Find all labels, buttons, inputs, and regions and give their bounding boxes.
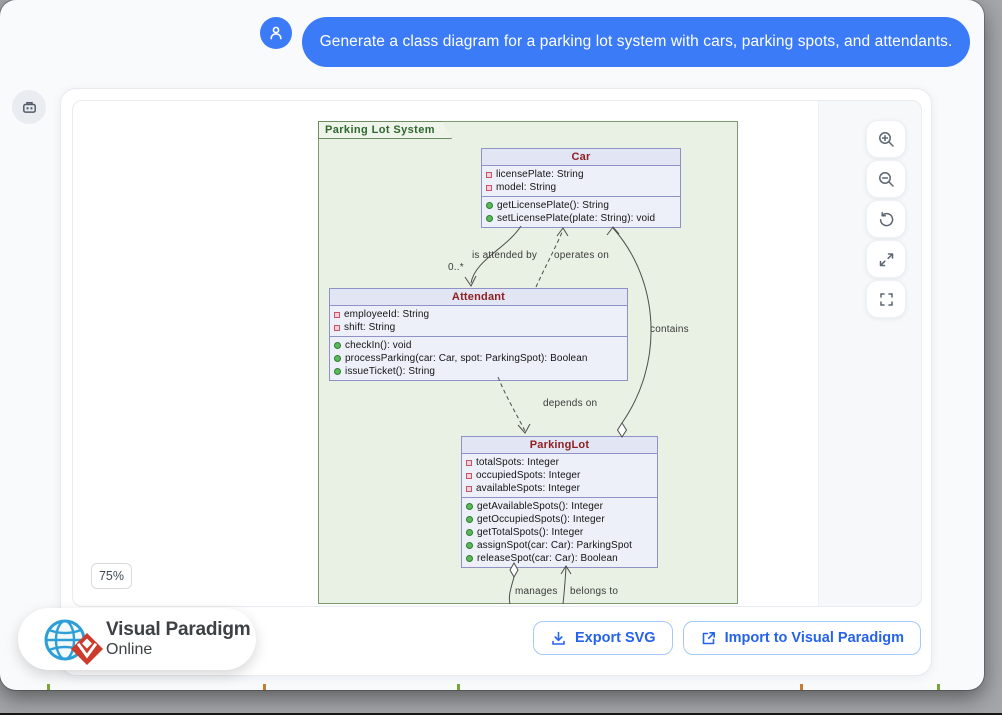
edge-label-manages: manages <box>515 586 558 597</box>
person-icon <box>270 26 282 40</box>
class-parkinglot-name: ParkingLot <box>462 437 657 454</box>
class-attendant: Attendant employeeId: String shift: Stri… <box>329 288 628 381</box>
zoom-in-icon <box>878 131 894 147</box>
brand-name: Visual Paradigm <box>106 619 251 640</box>
attribute: availableSpots: Integer <box>476 483 581 494</box>
method: setLicensePlate(plate: String): void <box>497 213 656 224</box>
user-avatar <box>260 17 292 49</box>
app-window: Generate a class diagram for a parking l… <box>0 0 984 690</box>
method-icon <box>486 202 493 209</box>
method-icon <box>466 542 473 549</box>
method-icon <box>334 342 341 349</box>
class-attendant-name: Attendant <box>330 289 627 306</box>
attribute: totalSpots: Integer <box>476 457 560 468</box>
attribute-icon <box>334 324 340 331</box>
edge-multiplicity: 0..* <box>448 262 464 273</box>
user-message-bubble: Generate a class diagram for a parking l… <box>302 17 970 67</box>
expand-button[interactable] <box>866 240 906 278</box>
method: checkIn(): void <box>345 340 412 351</box>
method-icon <box>334 355 341 362</box>
download-icon <box>552 631 565 645</box>
screenshot-bottom-edge <box>0 713 1002 715</box>
attribute-icon <box>486 171 492 178</box>
diagram-paper: Parking Lot System Car licensePlate: Str… <box>73 101 819 606</box>
edge-label-operates-on: operates on <box>554 250 610 261</box>
robot-icon <box>22 101 36 113</box>
class-car-attributes: licensePlate: String model: String <box>482 166 680 196</box>
fullscreen-icon <box>879 292 893 306</box>
zoom-out-icon <box>878 171 894 187</box>
attribute: licensePlate: String <box>496 169 584 180</box>
external-link-icon <box>702 631 715 644</box>
method-icon <box>486 215 493 222</box>
method: getTotalSpots(): Integer <box>477 527 584 538</box>
method-icon <box>466 529 473 536</box>
class-attendant-attributes: employeeId: String shift: String <box>330 306 627 336</box>
method: releaseSpot(car: Car): Boolean <box>477 553 618 564</box>
method-icon <box>466 503 473 510</box>
class-parkinglot-attributes: totalSpots: Integer occupiedSpots: Integ… <box>462 454 657 497</box>
edge-label-is-attended-by: is attended by <box>472 250 538 261</box>
zoom-level-badge: 75% <box>91 563 132 589</box>
class-car: Car licensePlate: String model: String g… <box>481 148 681 228</box>
method: issueTicket(): String <box>345 366 436 377</box>
attribute: occupiedSpots: Integer <box>476 470 581 481</box>
brand-product: Online <box>106 641 153 658</box>
method: getLicensePlate(): String <box>497 200 610 211</box>
attribute: employeeId: String <box>344 309 430 320</box>
class-car-name: Car <box>482 149 680 166</box>
class-car-methods: getLicensePlate(): String setLicensePlat… <box>482 196 680 227</box>
attribute-icon <box>466 472 472 479</box>
edge-label-depends-on: depends on <box>543 398 598 409</box>
fold-tick <box>457 684 460 690</box>
attribute-icon <box>334 311 340 318</box>
zoom-in-button[interactable] <box>866 120 906 158</box>
method-icon <box>334 368 341 375</box>
reset-view-button[interactable] <box>866 200 906 238</box>
import-to-vp-label: Import to Visual Paradigm <box>724 630 904 646</box>
attribute-icon <box>486 184 492 191</box>
class-parkinglot-methods: getAvailableSpots(): Integer getOccupied… <box>462 497 657 567</box>
user-message-text: Generate a class diagram for a parking l… <box>319 33 953 50</box>
attribute-icon <box>466 459 472 466</box>
fold-tick <box>800 684 803 690</box>
expand-icon <box>879 252 893 266</box>
attribute-icon <box>466 485 472 492</box>
method-icon <box>466 516 473 523</box>
fold-tick <box>263 684 266 690</box>
method: assignSpot(car: Car): ParkingSpot <box>477 540 633 551</box>
class-attendant-methods: checkIn(): void processParking(car: Car,… <box>330 336 627 380</box>
diagram-card: Parking Lot System Car licensePlate: Str… <box>60 88 932 676</box>
method: processParking(car: Car, spot: ParkingSp… <box>345 353 588 364</box>
edge-label-belongs-to: belongs to <box>570 586 619 597</box>
method-icon <box>466 555 473 562</box>
import-to-vp-button[interactable]: Import to Visual Paradigm <box>682 621 921 655</box>
method: getOccupiedSpots(): Integer <box>477 514 605 525</box>
bot-avatar <box>12 90 46 124</box>
attribute: model: String <box>496 182 557 193</box>
uml-frame-title: Parking Lot System <box>318 121 452 139</box>
class-parkinglot: ParkingLot totalSpots: Integer occupiedS… <box>461 436 658 568</box>
fullscreen-button[interactable] <box>866 280 906 318</box>
export-svg-button[interactable]: Export SVG <box>533 621 673 655</box>
vp-diamond-icon <box>71 633 103 665</box>
diagram-canvas[interactable]: Parking Lot System Car licensePlate: Str… <box>72 100 922 607</box>
zoom-out-button[interactable] <box>866 160 906 198</box>
card-actions: Export SVG Import to Visual Paradigm <box>533 621 921 655</box>
canvas-controls <box>866 120 906 318</box>
fold-tick <box>937 684 940 690</box>
reset-view-icon <box>879 211 893 226</box>
edge-label-contains: contains <box>650 324 689 335</box>
fold-tick <box>47 684 50 690</box>
attribute: shift: String <box>344 322 396 333</box>
export-svg-label: Export SVG <box>575 630 656 646</box>
brand-badge: Visual Paradigm Online <box>18 608 256 670</box>
method: getAvailableSpots(): Integer <box>477 501 604 512</box>
